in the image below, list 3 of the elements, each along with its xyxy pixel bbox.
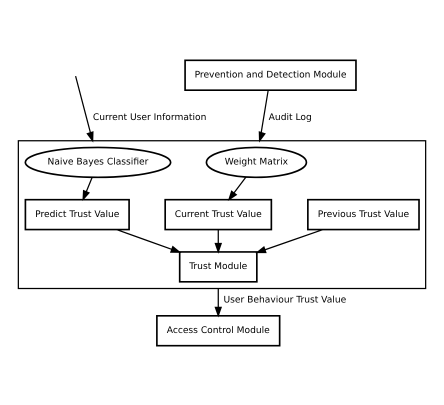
edge-label: Audit Log xyxy=(268,112,312,122)
edge-label: Current User Information xyxy=(92,112,206,122)
edge-label: User Behaviour Trust Value xyxy=(223,294,346,305)
